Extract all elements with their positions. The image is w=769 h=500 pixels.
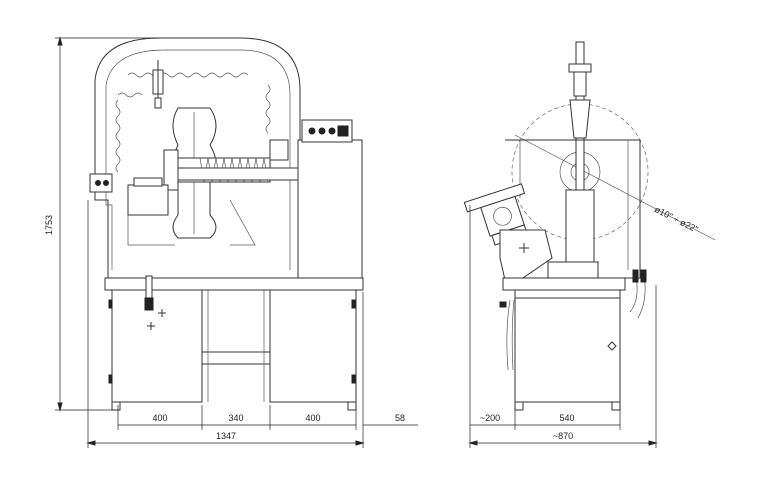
width-label-1: 400: [152, 413, 167, 423]
side-view: ø10" ÷ ø22": [463, 41, 716, 411]
air-handle-grip: [144, 297, 154, 311]
side-cabinet: [514, 289, 621, 403]
center-drawer: [201, 351, 271, 365]
height-arrow-top: [57, 36, 63, 46]
tool-holder: [127, 184, 169, 216]
side-total-label: ~870: [553, 431, 573, 441]
side-dimensions: ~200 540 ~870: [468, 205, 658, 448]
right-hinge-1: [351, 299, 356, 309]
side-hose-2: [511, 299, 515, 371]
total-arrow-right: [355, 440, 365, 446]
wheel-rim: [172, 107, 217, 239]
tool-head-hub: [493, 206, 512, 226]
panel-knob-3: [328, 127, 336, 135]
side-table-top: [502, 277, 626, 291]
side-handle: [607, 341, 617, 351]
panel-knob-1: [308, 127, 316, 135]
front-view: [89, 37, 364, 411]
right-cabinet: [269, 289, 357, 403]
cable-plug-1: [632, 269, 639, 283]
width-label-2: 340: [228, 413, 243, 423]
left-hinge-2: [108, 374, 113, 384]
left-hinge-1: [108, 299, 113, 309]
height-arrow-bottom: [57, 402, 63, 412]
side-foot-right: [611, 401, 621, 411]
right-hinge-2: [351, 374, 356, 384]
side-cabinet-top: [514, 289, 621, 299]
right-foot: [347, 401, 357, 411]
side-total-arrow-right: [648, 440, 658, 446]
spindle-shaft: [177, 167, 299, 181]
column-base: [547, 261, 599, 279]
front-dimensions: 1753 400 340 400 58 1347: [44, 36, 418, 448]
side-hose: [506, 299, 511, 371]
left-cabinet: [111, 289, 203, 403]
hood-seal: [115, 72, 271, 173]
support-bracket: [499, 229, 553, 281]
total-width-label: 1347: [216, 431, 236, 441]
diameter-label: ø10" ÷ ø22": [653, 204, 700, 234]
tool-holder-top: [133, 177, 163, 187]
mast-bracket: [573, 71, 587, 97]
panel-knob-2: [318, 127, 326, 135]
side-foot-left: [514, 401, 524, 411]
width-label-3: 400: [305, 413, 320, 423]
side-offset-label: ~200: [480, 413, 500, 423]
control-cabinet: [297, 139, 363, 279]
hood-inner: [105, 49, 291, 270]
side-total-arrow-left: [468, 440, 478, 446]
height-label: 1753: [44, 215, 54, 235]
panel-display: [337, 125, 349, 137]
spindle-housing: [269, 139, 289, 161]
diameter-leader: [514, 134, 716, 241]
cable-plug-2: [640, 269, 647, 283]
total-arrow-left: [86, 440, 96, 446]
left-button-1: [95, 180, 101, 186]
side-hose-clip: [499, 301, 507, 308]
lower-frame: [127, 199, 256, 246]
spray-gun-nozzle: [154, 97, 162, 109]
mast-arm: [569, 99, 591, 139]
spindle-hub: [163, 149, 179, 191]
offset-label: 58: [395, 413, 405, 423]
side-width-label: 540: [559, 413, 574, 423]
left-foot: [111, 401, 121, 411]
mast-clamp: [568, 63, 592, 73]
air-handle: [145, 275, 153, 299]
table-top: [104, 277, 364, 291]
left-button-2: [103, 180, 109, 186]
